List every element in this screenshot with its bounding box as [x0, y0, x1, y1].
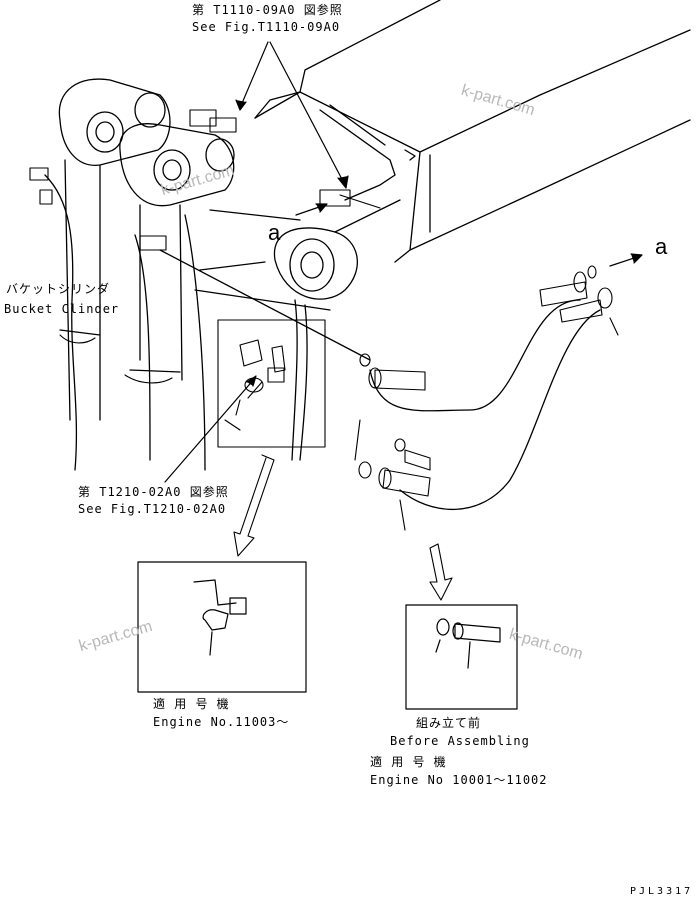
applicable-serial-label-jp: 適 用 号 機 [370, 755, 447, 769]
reference-label-jp: 第 T1110-09A0 図参照 [192, 3, 343, 17]
boom-pivot [199, 199, 401, 300]
bucket-cylinder-label-jp: バケットシリンダ [6, 282, 111, 296]
boom-structure [194, 0, 691, 311]
bucket-cylinder-heads [58, 78, 235, 421]
hose-fittings [354, 265, 619, 531]
reference-label-en: See Fig.T1110-09A0 [192, 20, 341, 34]
before-assembling-label-jp: 組み立て前 [416, 716, 482, 730]
arrow-a-label: a [655, 234, 668, 259]
detail-box-new-engine [137, 561, 307, 693]
figure-code: PJL3317 [630, 886, 694, 897]
applicable-serial-label-jp: 適 用 号 機 [153, 697, 230, 711]
reference-arrows [164, 41, 643, 483]
before-assembling-label-en: Before Assembling [390, 734, 530, 748]
detail-box-before-assembling [405, 604, 518, 710]
reference-label-jp: 第 T1210-02A0 図参照 [78, 485, 229, 499]
hose-lines [44, 174, 601, 511]
arrow-a-label: a [268, 220, 281, 245]
engine-serial-label: Engine No.11003～ [153, 715, 290, 729]
down-arrows [233, 454, 453, 601]
hose-clamps [29, 109, 381, 384]
bucket-cylinder-label-en: Bucket Clinder [4, 302, 120, 316]
detail-box-inset [217, 319, 326, 448]
reference-label-en: See Fig.T1210-02A0 [78, 502, 227, 516]
engine-serial-label: Engine No 10001～11002 [370, 773, 548, 787]
